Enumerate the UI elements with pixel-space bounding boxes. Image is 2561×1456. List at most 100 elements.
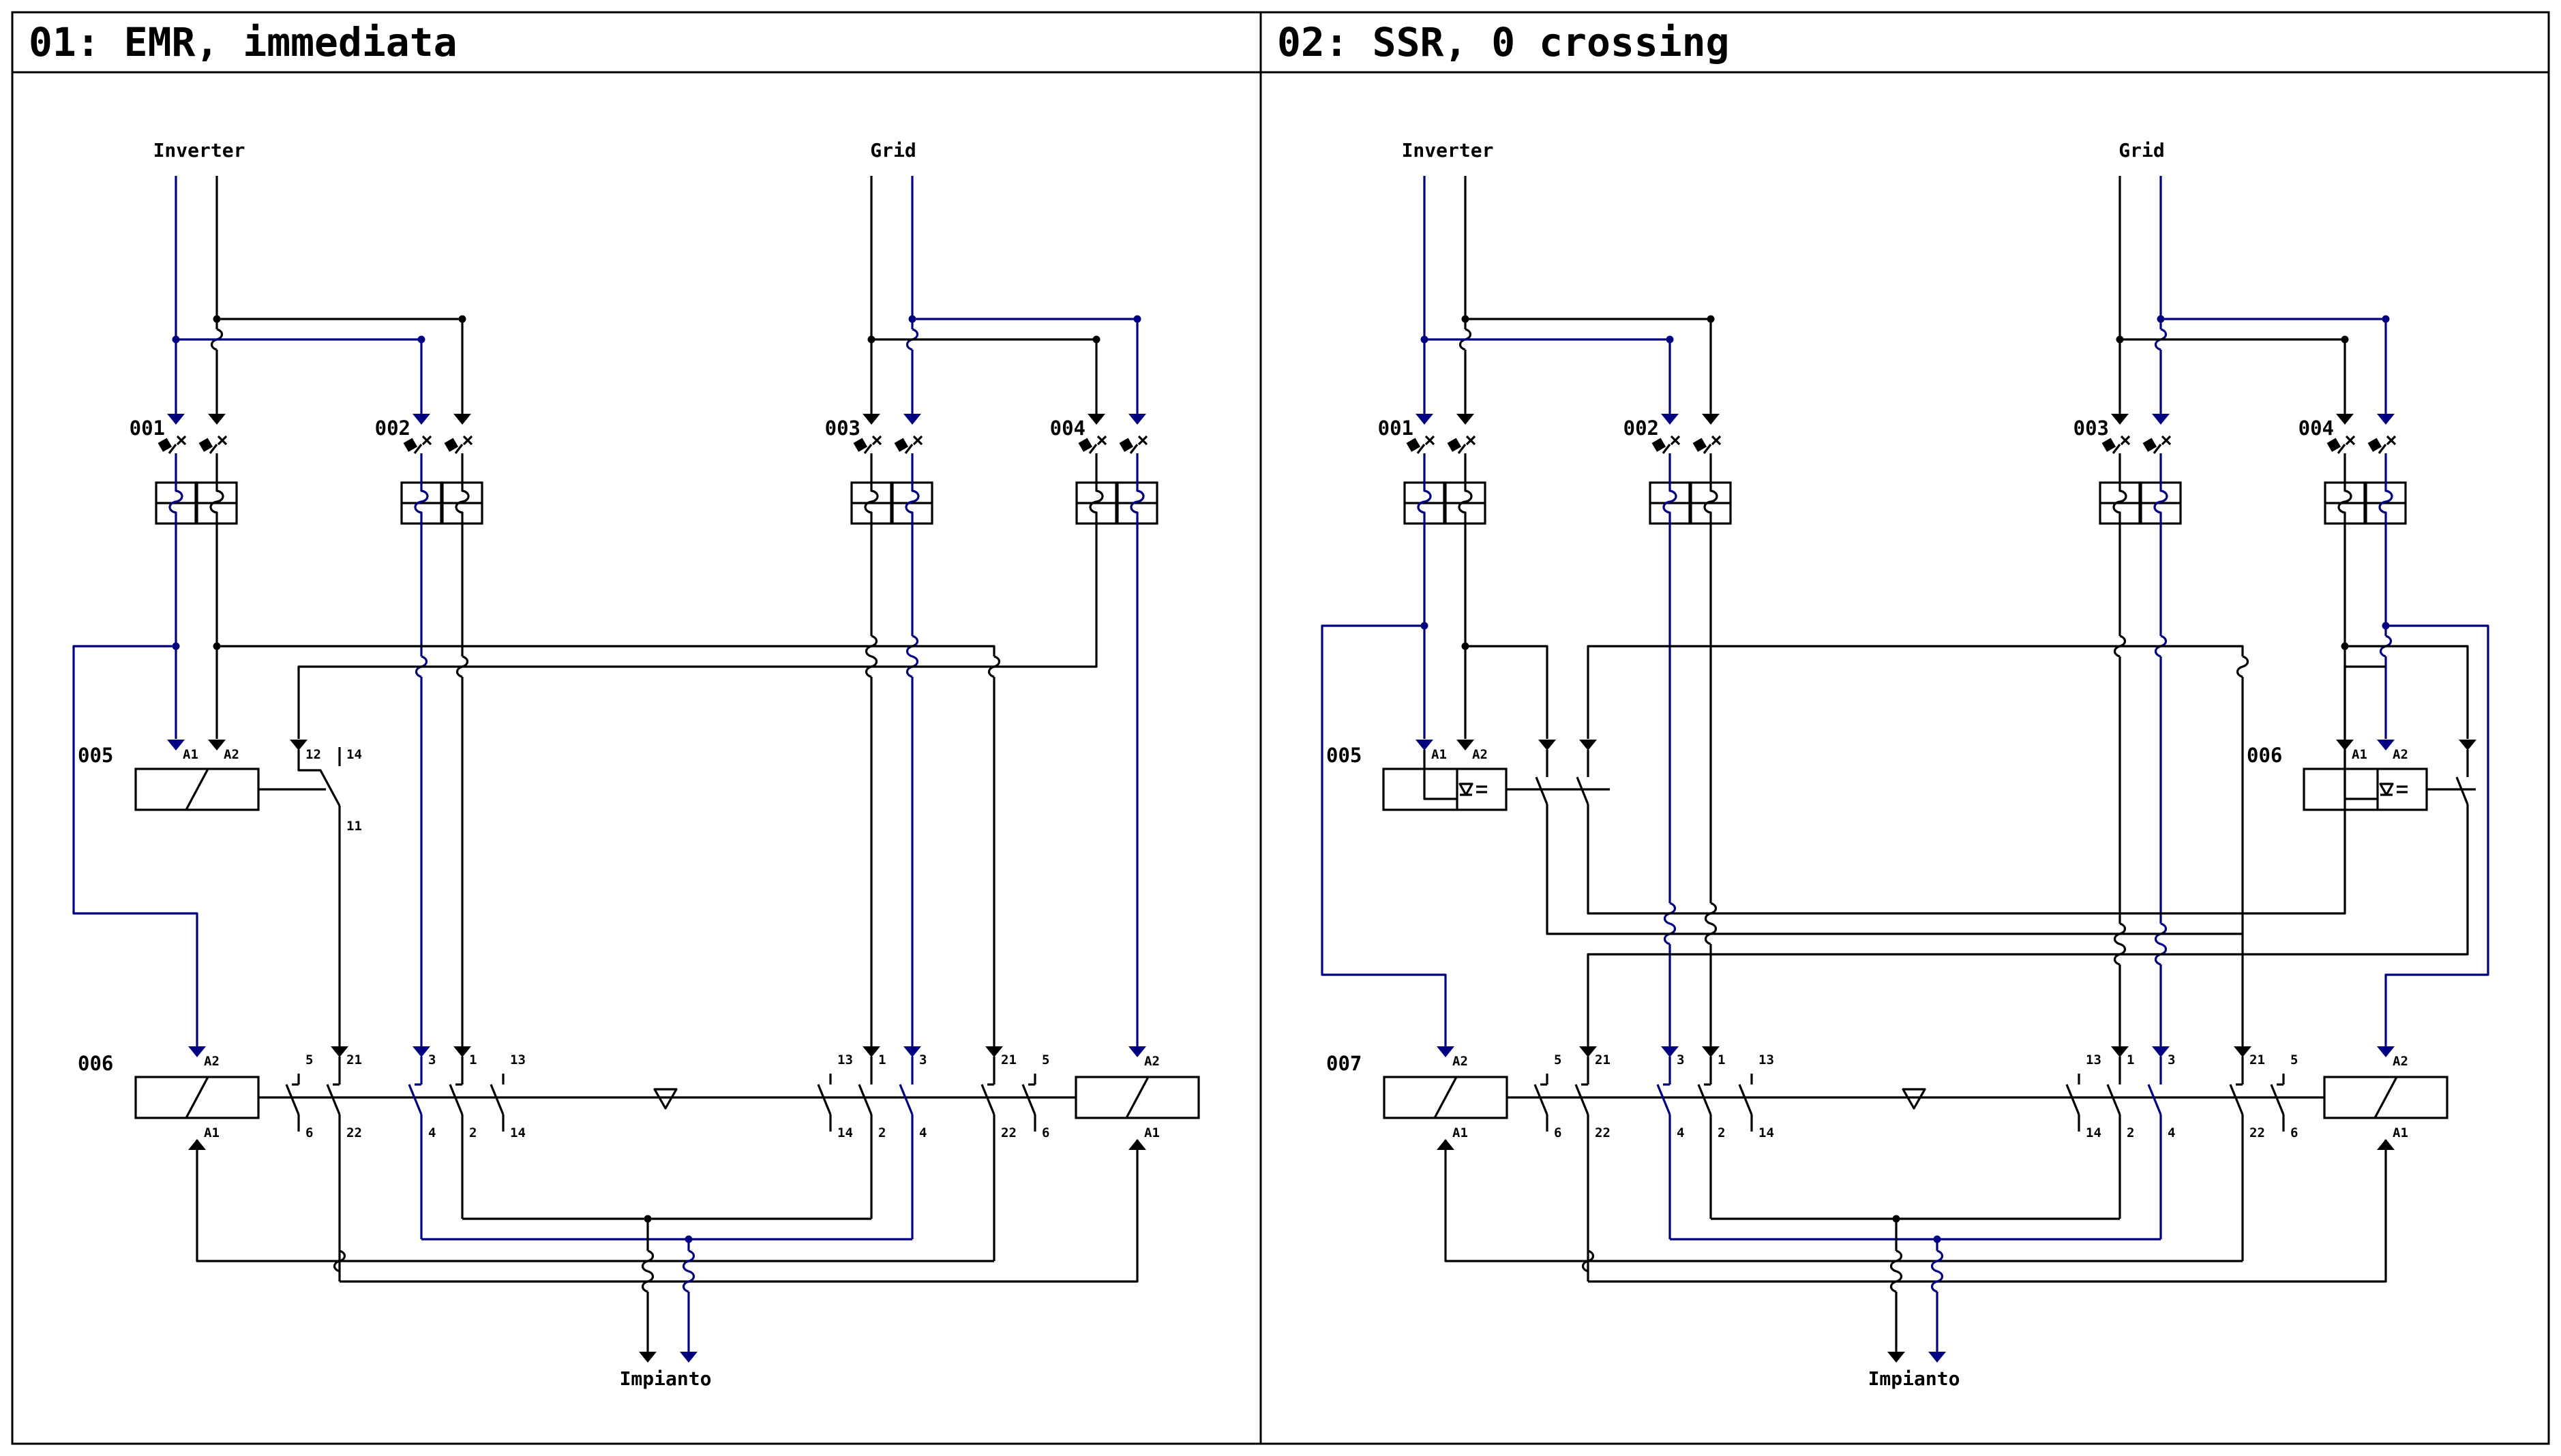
breaker-latch [444, 438, 459, 452]
main-contact: 34 [899, 1052, 927, 1239]
pin-label: A2 [1452, 1054, 1468, 1069]
relay-tag: 005 [78, 744, 113, 767]
breaker-lever [1129, 444, 1139, 454]
contact-blade [490, 1084, 505, 1115]
breaker-trip-curve [414, 467, 429, 524]
control-wiring [1423, 524, 2393, 1046]
breaker-tag: 004 [1050, 416, 1085, 440]
terminal-arrow-down [2152, 414, 2170, 425]
aux-contact: 56 [1021, 1052, 1049, 1140]
pin-label: A2 [2393, 1054, 2408, 1069]
wire [2384, 624, 2489, 1046]
pin-label: 5 [2290, 1052, 2298, 1067]
breaker-trip-curve [905, 467, 920, 524]
coil-slash [2373, 1076, 2398, 1119]
junction-dot [1707, 315, 1715, 323]
junction-dot [1420, 335, 1428, 344]
wire [1465, 318, 1712, 414]
relay-coil-left [134, 1076, 260, 1119]
circuit-breaker: 004 [2298, 414, 2407, 525]
breaker-trip-curve [1130, 467, 1145, 524]
contact-blade [817, 1084, 832, 1115]
circuit-breaker: 003 [2073, 414, 2182, 525]
ssr-lead [1423, 750, 1457, 800]
terminal-arrow-down [1661, 414, 1679, 425]
breaker-latch [2101, 438, 2116, 452]
junction-dot [1420, 622, 1428, 630]
terminal-arrow-down [413, 1046, 430, 1057]
junction-dot [1461, 642, 1469, 650]
terminal-arrow-down [331, 1046, 348, 1057]
pin-label: 2 [1718, 1125, 1725, 1140]
breaker-cross [217, 435, 228, 446]
pin-label: 3 [428, 1052, 436, 1067]
contact-blade [2455, 776, 2469, 805]
aux-contact: 56 [1533, 1052, 1561, 1140]
wire-crossover [1889, 1249, 1903, 1273]
terminal-arrow-down [863, 1046, 880, 1057]
control-wiring [72, 524, 1139, 1046]
wire-crossover [333, 1249, 346, 1273]
pin-label: 4 [1677, 1125, 1684, 1140]
terminal-arrow-down [1887, 1352, 1905, 1363]
contact-blade [2270, 1084, 2285, 1115]
breaker-lever [2337, 444, 2346, 454]
source-label-inverter: Inverter [1402, 139, 1494, 162]
breaker-tag: 001 [130, 416, 165, 440]
breaker-latch [894, 438, 909, 452]
junction-dot [867, 335, 875, 344]
circuit-breaker: 002 [1623, 414, 1732, 525]
terminal-arrow-down [208, 414, 226, 425]
relay-coil-left [1383, 1076, 1508, 1119]
breaker-trip-curve [2378, 467, 2393, 524]
terminal-arrow-down [167, 414, 185, 425]
contact-blade [1656, 1084, 1671, 1115]
breaker-cross [2345, 435, 2356, 446]
coil-slash [1125, 1076, 1150, 1119]
pin-label: A2 [1144, 1054, 1160, 1069]
wire-crossover [1581, 1249, 1595, 1273]
junction-dot [1133, 315, 1141, 323]
wire [176, 338, 423, 414]
pin-label: 14 [510, 1125, 526, 1140]
pin-label: 13 [837, 1052, 853, 1067]
breaker-lever [863, 444, 873, 454]
contact-blade [1574, 1084, 1589, 1115]
pin-label: 14 [1758, 1125, 1774, 1140]
junction-dot [2382, 622, 2390, 630]
load-label-impianto: Impianto [620, 1367, 712, 1390]
coil-return [1588, 1140, 2387, 1283]
junction-dot [2341, 335, 2349, 344]
supply-wiring [172, 176, 1141, 414]
terminal-arrow-down [2111, 414, 2129, 425]
breaker-latch [1692, 438, 1707, 452]
terminal-arrow-down [903, 414, 921, 425]
breaker-cross [1096, 435, 1107, 446]
breaker-lever [454, 444, 464, 454]
terminal-arrow-down [167, 740, 185, 750]
pin-label: 2 [878, 1125, 886, 1140]
pin-label: 5 [1042, 1052, 1049, 1067]
junction-dot [213, 315, 221, 323]
pin-label: 22 [1595, 1125, 1611, 1140]
coil-slash [185, 768, 209, 810]
source-label-grid: Grid [2118, 139, 2164, 162]
ssr-body [2303, 768, 2428, 811]
breaker-trip-curve [2153, 467, 2168, 524]
breaker-trip-curve [168, 467, 183, 524]
wire [1587, 645, 2244, 739]
contact-blade [2147, 1084, 2162, 1115]
junction-dot [172, 642, 180, 650]
main-contact: 34 [1656, 1052, 1684, 1239]
pin-label: 22 [1001, 1125, 1017, 1140]
contact-blade [1021, 1084, 1036, 1115]
junction-dot [213, 642, 221, 650]
circuit-breaker: 001 [1378, 414, 1486, 525]
terminal-arrow-down [208, 740, 226, 750]
breaker-lever [2378, 444, 2387, 454]
contact-blade [1697, 1084, 1712, 1115]
wire [72, 645, 198, 1046]
